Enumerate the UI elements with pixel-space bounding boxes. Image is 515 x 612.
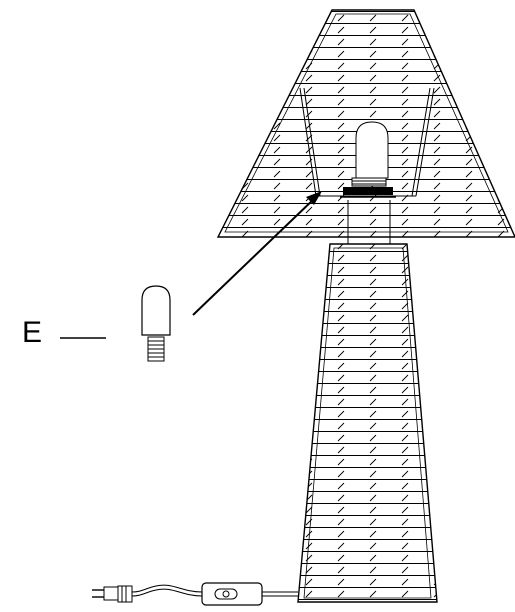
installed-bulb xyxy=(355,121,389,179)
callout-label-e: E xyxy=(22,316,43,349)
light-bulb xyxy=(141,285,171,362)
bulb-socket xyxy=(340,177,396,244)
power-cord xyxy=(131,584,298,597)
lamp-base xyxy=(297,243,438,603)
inline-switch xyxy=(201,582,263,606)
install-arrow xyxy=(192,191,322,316)
plug xyxy=(92,585,133,603)
